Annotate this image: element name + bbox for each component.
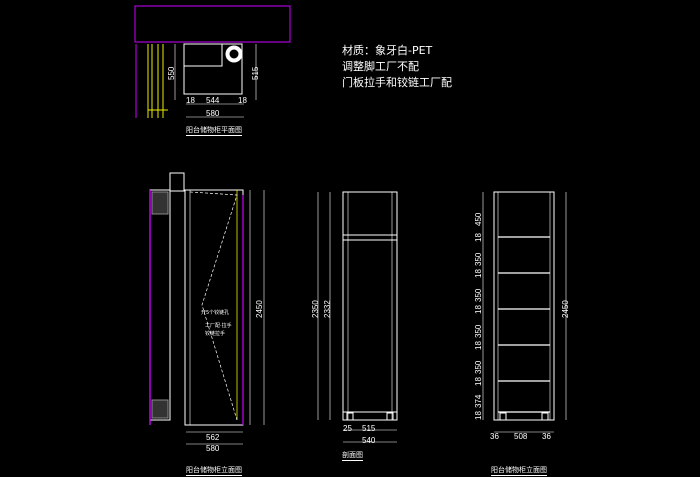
dim-section-total: 2350 [311,300,320,318]
dim-plan-inner-width: 544 [206,96,220,105]
dim-int-s1: 350 [474,252,483,266]
interior-view [482,191,567,433]
dim-int-s2: 350 [474,288,483,302]
caption-front: 阳台储物柜立面图 [186,466,242,476]
dim-int-left: 36 [490,432,499,441]
dim-plan-right: 18 [238,96,247,105]
plan-view [134,5,291,118]
dim-int-bottom: 374 [474,394,483,408]
dim-section-left: 25 [343,424,352,433]
dim-plan-depth: 550 [167,66,176,80]
dim-int-height: 2450 [561,300,570,318]
dim-plan-width: 580 [206,109,220,118]
dim-int-t6: 18 [474,411,483,420]
dim-int-t3: 18 [474,305,483,314]
note-material: 材质：象牙白-PET [342,44,433,57]
dim-int-s3: 350 [474,324,483,338]
dim-int-t5: 18 [474,377,483,386]
annotation-hinge: 开5个铰链孔 [201,310,230,316]
dim-int-t1: 18 [474,233,483,242]
dim-plan-inner-depth: 515 [251,66,260,80]
note-foot: 调整脚工厂不配 [342,60,419,73]
annotation-handle-1: 工厂配·拉手 [205,323,232,329]
dim-int-top: 450 [474,212,483,226]
dim-front-width: 580 [206,444,220,453]
section-view [317,191,398,443]
dim-section-inner: 515 [362,424,376,433]
caption-plan: 阳台储物柜平面图 [186,126,242,136]
dim-front-door: 562 [206,433,220,442]
dim-int-inner: 508 [514,432,528,441]
dim-front-height: 2450 [255,300,264,318]
caption-section: 剖面图 [342,451,363,461]
dim-int-right: 36 [542,432,551,441]
dim-int-t2: 18 [474,269,483,278]
annotation-handle-2: 铰链拉手 [205,331,226,337]
dim-int-s4: 350 [474,360,483,374]
dim-section-depth: 540 [362,436,376,445]
caption-interior: 阳台储物柜立面图 [491,466,547,476]
note-hardware: 门板拉手和铰链工厂配 [342,76,452,89]
front-view [149,172,265,445]
dim-section-body: 2332 [323,300,332,318]
dim-plan-left: 18 [186,96,195,105]
dim-int-t4: 18 [474,341,483,350]
